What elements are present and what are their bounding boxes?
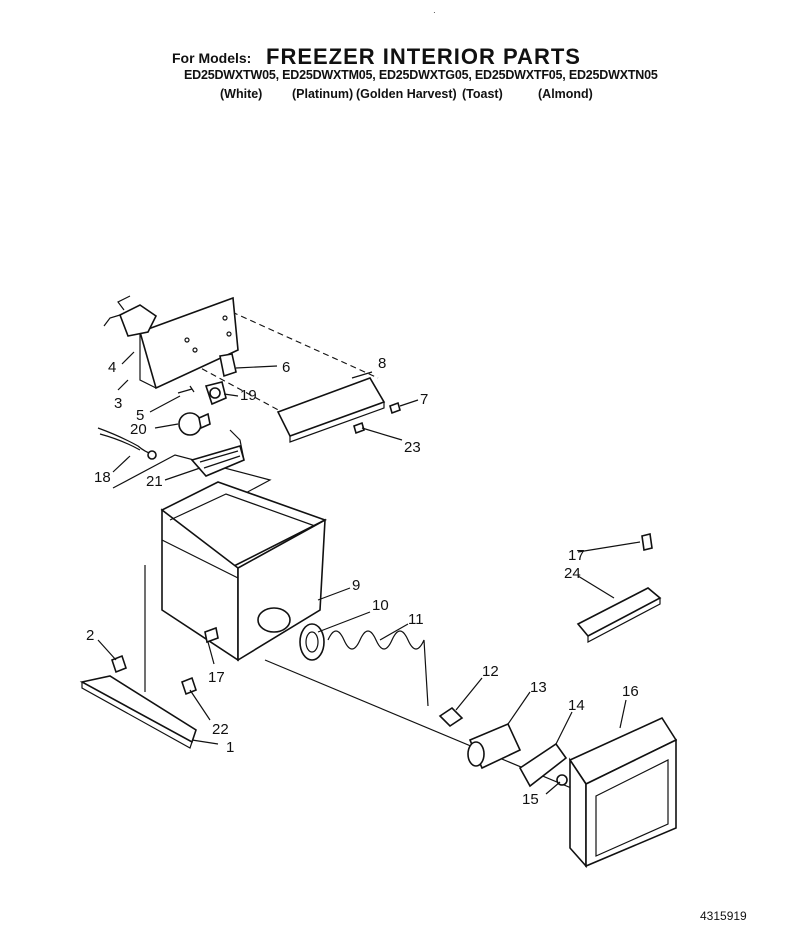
wire-harness bbox=[97, 427, 157, 460]
callout-21: 21 bbox=[146, 473, 163, 490]
callout-12: 12 bbox=[482, 663, 499, 680]
callout-2: 2 bbox=[86, 627, 94, 644]
color-almond: (Almond) bbox=[538, 87, 593, 101]
socket-and-bulb bbox=[177, 353, 237, 436]
document-number: 4315919 bbox=[700, 909, 747, 923]
callout-17-right: 17 bbox=[568, 547, 585, 564]
callout-3: 3 bbox=[114, 395, 122, 412]
model-numbers: ED25DWXTW05, ED25DWXTM05, ED25DWXTG05, E… bbox=[184, 68, 658, 82]
auger-motor bbox=[568, 716, 678, 869]
page-title: FREEZER INTERIOR PARTS bbox=[266, 44, 581, 69]
light-bracket-assembly bbox=[103, 295, 239, 390]
callout-18: 18 bbox=[94, 469, 111, 486]
callout-labels: 1 2 3 4 5 6 7 8 9 10 11 12 13 14 15 16 1… bbox=[86, 355, 639, 808]
callout-19: 19 bbox=[240, 387, 257, 404]
callout-6: 6 bbox=[282, 359, 290, 376]
top-mark: · bbox=[433, 8, 436, 17]
for-models-label: For Models: bbox=[172, 50, 252, 66]
color-golden-harvest: (Golden Harvest) bbox=[356, 87, 457, 101]
leader-lines bbox=[97, 351, 641, 795]
ice-bin-housing bbox=[160, 481, 328, 662]
color-platinum: (Platinum) bbox=[292, 87, 354, 101]
callout-4: 4 bbox=[108, 359, 116, 376]
callout-16: 16 bbox=[622, 683, 639, 700]
cover-plate bbox=[276, 377, 401, 443]
callout-9: 9 bbox=[352, 577, 360, 594]
color-toast: (Toast) bbox=[462, 87, 503, 101]
bin-support-rail bbox=[79, 654, 197, 749]
callout-22: 22 bbox=[212, 721, 229, 738]
auger-spring bbox=[299, 623, 429, 707]
light-shield bbox=[190, 429, 245, 477]
callout-1: 1 bbox=[226, 739, 234, 756]
callout-8: 8 bbox=[378, 355, 386, 372]
callout-20: 20 bbox=[130, 421, 147, 438]
callout-7: 7 bbox=[420, 391, 428, 408]
right-bracket bbox=[576, 533, 662, 643]
motor-coupler-parts bbox=[438, 706, 568, 788]
callout-15: 15 bbox=[522, 791, 539, 808]
callout-24: 24 bbox=[564, 565, 581, 582]
callout-14: 14 bbox=[568, 697, 585, 714]
callout-23: 23 bbox=[404, 439, 421, 456]
callout-5: 5 bbox=[136, 407, 144, 424]
callout-11: 11 bbox=[408, 611, 424, 628]
callout-13: 13 bbox=[530, 679, 547, 696]
color-white: (White) bbox=[220, 87, 263, 101]
callout-10: 10 bbox=[372, 597, 389, 614]
callout-17-left: 17 bbox=[208, 669, 225, 686]
